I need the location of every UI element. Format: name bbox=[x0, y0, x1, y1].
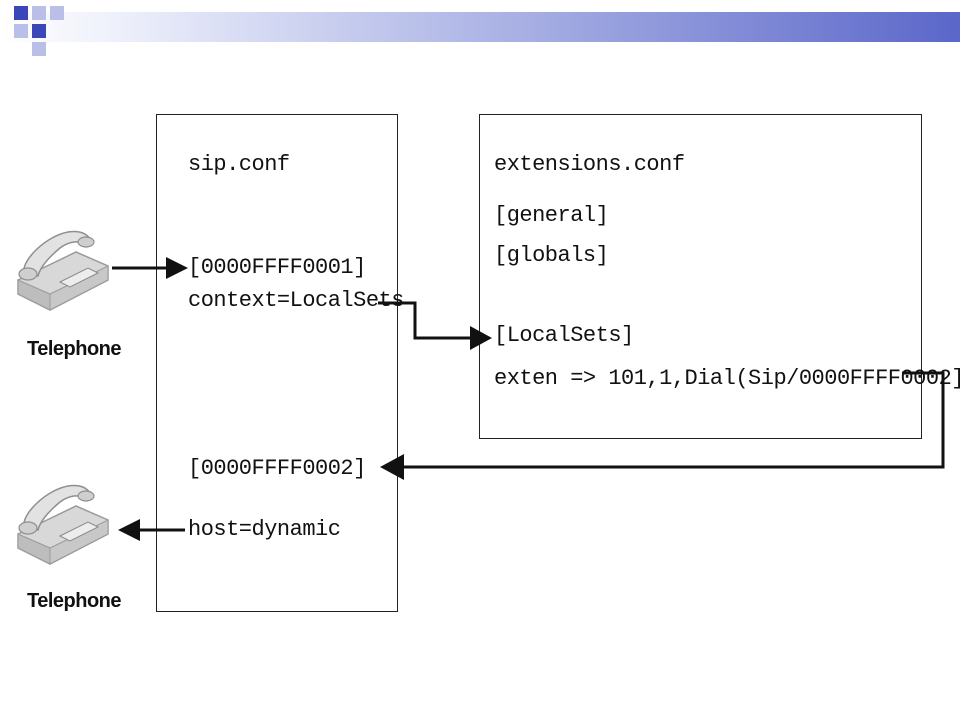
section-globals: [globals] bbox=[494, 243, 609, 268]
peer2-host: host=dynamic bbox=[188, 517, 341, 542]
section-general: [general] bbox=[494, 203, 609, 228]
telephone-icon-top bbox=[17, 230, 109, 311]
telephone-label-top: Telephone bbox=[27, 338, 122, 360]
exten-line: exten => 101,1,Dial(Sip/0000FFFF0002] bbox=[494, 366, 960, 391]
peer2-header: [0000FFFF0002] bbox=[188, 456, 366, 481]
slide-header-bar bbox=[0, 12, 960, 42]
extensions-conf-box bbox=[479, 114, 922, 439]
peer1-header: [0000FFFF0001] bbox=[188, 255, 366, 280]
sip-conf-title: sip.conf bbox=[188, 152, 290, 177]
telephone-label-bottom: Telephone bbox=[27, 590, 122, 612]
peer1-context: context=LocalSets bbox=[188, 288, 404, 313]
extensions-conf-title: extensions.conf bbox=[494, 152, 685, 177]
telephone-icon-bottom bbox=[17, 484, 109, 565]
sip-conf-box bbox=[156, 114, 398, 612]
section-localsets: [LocalSets] bbox=[494, 323, 634, 348]
